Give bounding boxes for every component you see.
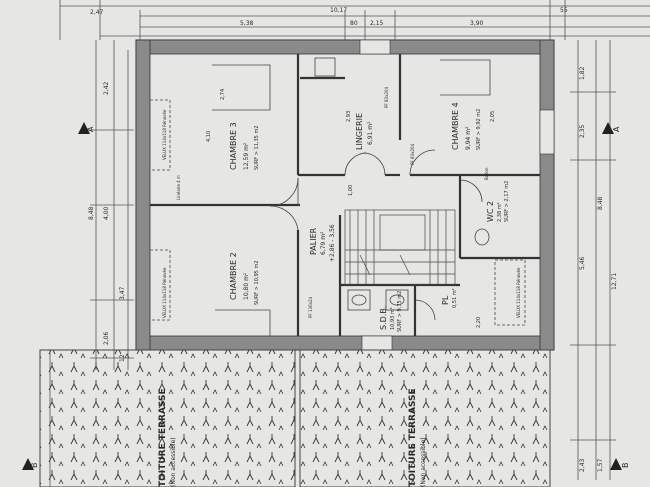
svg-text:SURF > 2,17 m2: SURF > 2,17 m2 bbox=[504, 181, 510, 222]
interior-partitions bbox=[150, 54, 540, 336]
dim-top-6: 2,15 bbox=[370, 20, 384, 27]
svg-text:B: B bbox=[30, 463, 39, 469]
section-marker-b-bottom: B bbox=[610, 458, 630, 470]
velux-label-1: VELUX 114x118 Rénovée bbox=[162, 109, 167, 160]
room-chambre-2: CHAMBRE 2 10,80 m² SURF > 10,95 m2 bbox=[229, 252, 260, 305]
room-sdb: S.D.B. 10,93 m² SURF > 9,75 m2 bbox=[379, 291, 403, 332]
terrace-left-sub: (Non accessible) bbox=[170, 437, 177, 487]
height-label-1: 2,74 bbox=[220, 89, 226, 100]
pf-label-lingerie-2: PF 83x204 bbox=[410, 143, 415, 165]
dim-right-7: 1,57 bbox=[597, 458, 604, 472]
room-wc-2: WC 2 2,38 m² SURF > 2,17 m2 bbox=[486, 181, 510, 222]
section-marker-b-left: B bbox=[22, 458, 39, 470]
height-label-6: 2,20 bbox=[476, 317, 482, 328]
velux-label-3: VELUX 114x118 Rénovée bbox=[516, 267, 521, 318]
svg-text:S.D.B.: S.D.B. bbox=[379, 306, 388, 330]
terrace-left-label: TOITURE TERRASSE bbox=[158, 388, 168, 487]
svg-text:SURF > 9,75 m2: SURF > 9,75 m2 bbox=[397, 291, 403, 332]
staircase bbox=[344, 209, 456, 286]
ballon-label: Ballon bbox=[484, 167, 489, 180]
terrace-right-label: TOITURE TERRASSE bbox=[408, 388, 418, 487]
dim-left-1: 2,42 bbox=[103, 81, 110, 95]
height-label-2: 4,10 bbox=[206, 131, 212, 142]
height-label-5: 1,00 bbox=[348, 185, 354, 196]
dim-left-2: 8,48 bbox=[88, 206, 95, 220]
exterior-walls bbox=[135, 39, 555, 351]
dim-right-1: 1,82 bbox=[579, 66, 586, 80]
dim-right-3: 5,46 bbox=[579, 256, 586, 270]
door-swings bbox=[269, 149, 483, 321]
dim-left-5: 3,47 bbox=[119, 286, 126, 300]
dim-top-2: 10,17 bbox=[330, 7, 347, 14]
room-palier: PALIER 6,79 m² +2,86 - 3,56 bbox=[309, 224, 336, 262]
svg-text:SURF > 10,95 m2: SURF > 10,95 m2 bbox=[254, 260, 260, 305]
velux-windows bbox=[149, 99, 526, 326]
dim-right-4: 8,48 bbox=[597, 196, 604, 210]
svg-text:SURF > 9,92 m2: SURF > 9,92 m2 bbox=[476, 109, 482, 150]
dim-top-5: 80 bbox=[350, 20, 358, 27]
dim-top-1: 2,47 bbox=[90, 9, 104, 16]
furniture-outlines bbox=[212, 57, 491, 336]
svg-text:B: B bbox=[621, 463, 630, 469]
roof-terrace-right: TOITURE TERRASSE (Non accessible) bbox=[299, 349, 551, 487]
dim-top-7: 3,90 bbox=[470, 20, 484, 27]
svg-text:SURF > 11,35 m2: SURF > 11,35 m2 bbox=[254, 125, 260, 170]
svg-text:CHAMBRE 4: CHAMBRE 4 bbox=[451, 102, 460, 150]
dim-left-3: 4,00 bbox=[103, 206, 110, 220]
room-lingerie: LINGERIE 6,91 m² bbox=[355, 113, 374, 150]
height-label-4: 2,05 bbox=[490, 111, 496, 122]
dim-right-5: 12,71 bbox=[611, 273, 618, 290]
svg-text:CHAMBRE 3: CHAMBRE 3 bbox=[229, 122, 238, 170]
svg-text:12,59 m²: 12,59 m² bbox=[243, 142, 250, 170]
dim-right-6: 2,43 bbox=[579, 458, 586, 472]
velux-label-2: VELUX 114x118 Rénovée bbox=[162, 267, 167, 318]
svg-text:0,51 m²: 0,51 m² bbox=[452, 288, 458, 308]
dim-right-2: 2,35 bbox=[579, 124, 586, 138]
svg-text:A: A bbox=[86, 126, 95, 132]
room-chambre-3: CHAMBRE 3 12,59 m² SURF > 11,35 m2 bbox=[229, 122, 260, 170]
dim-top-3: 5,38 bbox=[240, 20, 254, 27]
room-pl: PL 0,51 m² bbox=[441, 288, 458, 308]
svg-text:+2,86 - 3,56: +2,86 - 3,56 bbox=[329, 224, 336, 262]
dim-top-4: 55 bbox=[560, 7, 568, 14]
svg-text:10,80 m²: 10,80 m² bbox=[243, 272, 250, 300]
right-dimension-lines bbox=[570, 40, 616, 480]
roof-terrace-left: TOITURE TERRASSE (Non accessible) bbox=[39, 349, 296, 487]
svg-text:10,93 m²: 10,93 m² bbox=[390, 307, 396, 330]
top-dimension-lines bbox=[59, 0, 650, 40]
svg-text:LINGERIE: LINGERIE bbox=[355, 113, 364, 150]
svg-text:WC 2: WC 2 bbox=[486, 201, 495, 222]
svg-text:2,38 m²: 2,38 m² bbox=[497, 202, 503, 222]
room-chambre-4: CHAMBRE 4 9,94 m² SURF > 9,92 m2 bbox=[451, 102, 482, 150]
section-marker-a-right: A bbox=[602, 122, 621, 134]
pf-label-lingerie: PF 83x204 bbox=[384, 86, 389, 108]
dim-left-4: 2,06 bbox=[103, 331, 110, 345]
svg-text:9,94 m²: 9,94 m² bbox=[465, 126, 472, 150]
section-marker-a-top: A bbox=[78, 122, 95, 134]
svg-text:PALIER: PALIER bbox=[309, 227, 318, 255]
pf-label-left: PF 136x24 bbox=[308, 296, 313, 318]
height-label-3: 2,93 bbox=[346, 111, 352, 122]
svg-text:CHAMBRE 2: CHAMBRE 2 bbox=[229, 252, 238, 300]
terrace-right-sub: (Non accessible) bbox=[420, 437, 427, 487]
svg-text:6,79 m²: 6,79 m² bbox=[320, 231, 327, 255]
linear-label: Linéaire 4 m bbox=[176, 175, 181, 200]
svg-text:6,91 m²: 6,91 m² bbox=[367, 121, 374, 145]
svg-text:A: A bbox=[612, 126, 621, 132]
svg-text:PL: PL bbox=[441, 295, 450, 305]
